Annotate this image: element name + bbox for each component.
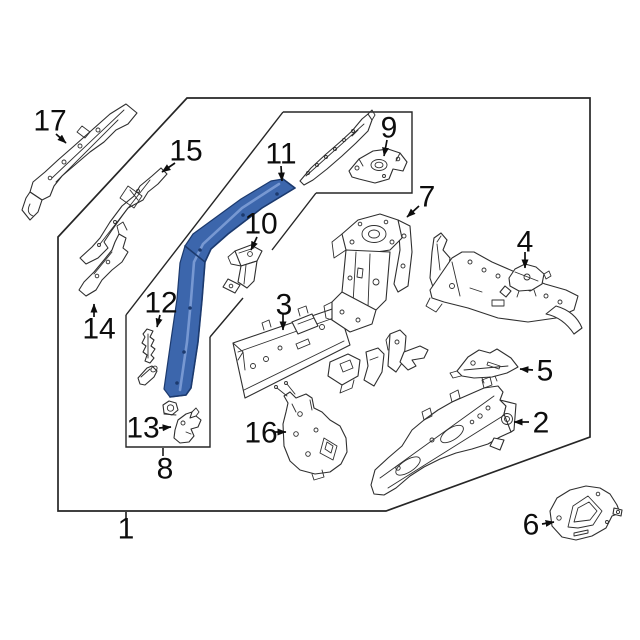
callout-16-label: 16 [244, 417, 277, 450]
part-4-bracket-drawing [499, 263, 552, 298]
part-13-bracket-drawing [173, 407, 202, 444]
projection-line-right [209, 192, 317, 338]
callout-10-label: 10 [244, 208, 277, 241]
callout-17-label: 17 [33, 105, 66, 138]
part-9-bracket-drawing [348, 148, 408, 184]
callout-3-label: 3 [276, 289, 293, 322]
callout-6-label: 6 [523, 509, 540, 542]
callout-5-label: 5 [537, 355, 554, 388]
exploded-parts-line-art [21, 103, 623, 541]
part-2-frame-rail-drawing [370, 376, 517, 496]
part-6-gusset-drawing [549, 485, 623, 541]
detail-box-upper [283, 111, 413, 194]
part-15-rail-drawing [79, 167, 168, 265]
callout-6-arrow [541, 519, 555, 527]
callout-7-arrow [406, 205, 420, 218]
callout-15-label: 15 [169, 135, 202, 168]
callout-14-label: 14 [82, 313, 115, 346]
callout-13-label: 13 [126, 412, 159, 445]
apron-extension-panel-drawing [299, 109, 376, 186]
projection-line-left [125, 111, 284, 316]
diagram-border [57, 97, 591, 512]
part-16-bracket-drawing [274, 381, 348, 481]
stud-drawing [137, 365, 158, 386]
part-12-strip-drawing [141, 328, 156, 364]
callout-9-arrow [382, 139, 390, 157]
cowl-side-panel-drawing [425, 232, 583, 335]
callout-15-arrow [161, 162, 176, 173]
small-brackets-cluster-drawing [327, 329, 429, 394]
detail-box-lower [125, 315, 211, 448]
callout-1-label: 1 [118, 513, 135, 546]
part-5-bracket-drawing [449, 348, 519, 384]
part-14-bracket-drawing [78, 221, 129, 297]
callout-7-label: 7 [419, 181, 436, 214]
callout-17-arrow [55, 133, 67, 144]
callout-2-label: 2 [533, 407, 550, 440]
callout-labels: 1 2 3 4 5 6 7 8 9 10 11 12 13 14 15 16 1… [33, 105, 553, 546]
callout-11-arrow [277, 165, 285, 182]
hex-nut-drawing [162, 400, 179, 416]
part-3-apron-rail-drawing [232, 305, 351, 399]
callout-10-arrow [250, 236, 258, 251]
part-7-strut-tower-drawing [323, 213, 413, 333]
callout-5-arrow [519, 366, 534, 374]
callout-8-label: 8 [157, 453, 174, 486]
callout-9-label: 9 [381, 112, 398, 145]
callout-arrows [55, 133, 555, 527]
callout-12-label: 12 [144, 287, 177, 320]
part-10-bracket-drawing [222, 244, 263, 294]
part-11-highlighted-apron-brace [163, 178, 296, 398]
callout-4-label: 4 [517, 226, 534, 259]
detail-callout-outlines [125, 111, 413, 448]
part-17-rail-drawing [21, 103, 138, 221]
callout-13-arrow [158, 424, 172, 432]
callout-12-arrow [155, 314, 163, 328]
callout-11-label: 11 [265, 138, 296, 171]
